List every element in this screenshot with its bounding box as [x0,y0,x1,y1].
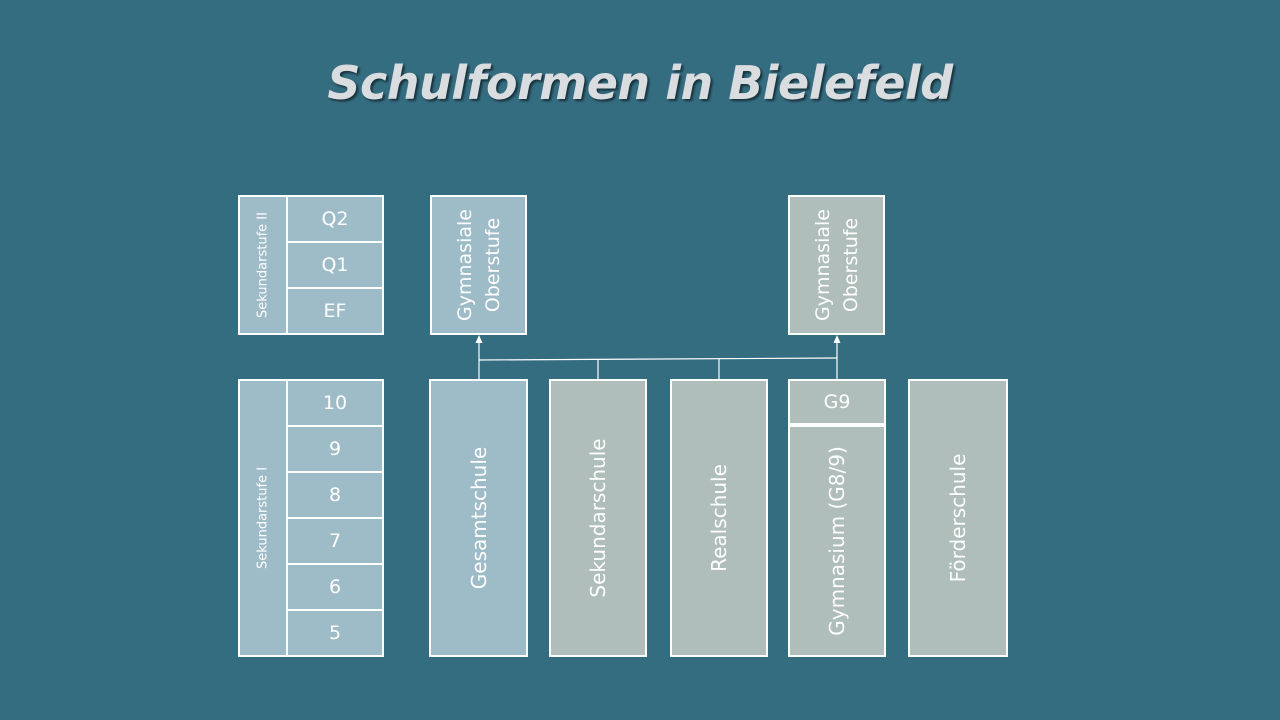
page-title: Schulformen in Bielefeld [327,56,953,110]
g9-box: G9 [788,379,886,425]
arrow-right-icon [833,335,841,343]
gesamtschule-box: Gesamtschule [429,379,528,657]
foerderschule-box: Förderschule [908,379,1008,657]
grade-9: 9 [286,425,384,473]
grade-8: 8 [286,471,384,519]
arrow-left-icon [475,335,483,343]
oberstufe-right-box: Gymnasiale Oberstufe [788,195,885,335]
grade-q1: Q1 [286,241,384,289]
sek2-label-box: Sekundarstufe II [238,195,288,335]
grade-5: 5 [286,609,384,657]
horizontal-connector [478,357,838,361]
grade-ef: EF [286,287,384,335]
gymnasium-box: Gymnasium (G8/9) [788,423,886,657]
grade-7: 7 [286,517,384,565]
realschule-box: Realschule [670,379,768,657]
oberstufe-left-box: Gymnasiale Oberstufe [430,195,527,335]
sekundarschule-box: Sekundarschule [549,379,647,657]
g9-label: G9 [823,391,851,413]
